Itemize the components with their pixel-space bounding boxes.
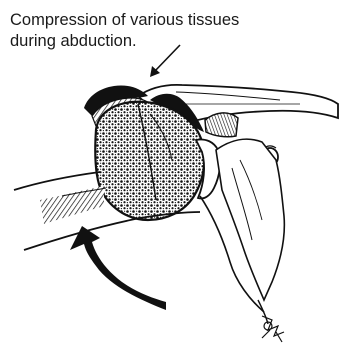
pointer-arrow-icon (150, 45, 180, 77)
tendon-ends (258, 300, 284, 342)
humeral-head (95, 102, 204, 220)
curved-abduction-arrow-icon (70, 226, 166, 310)
